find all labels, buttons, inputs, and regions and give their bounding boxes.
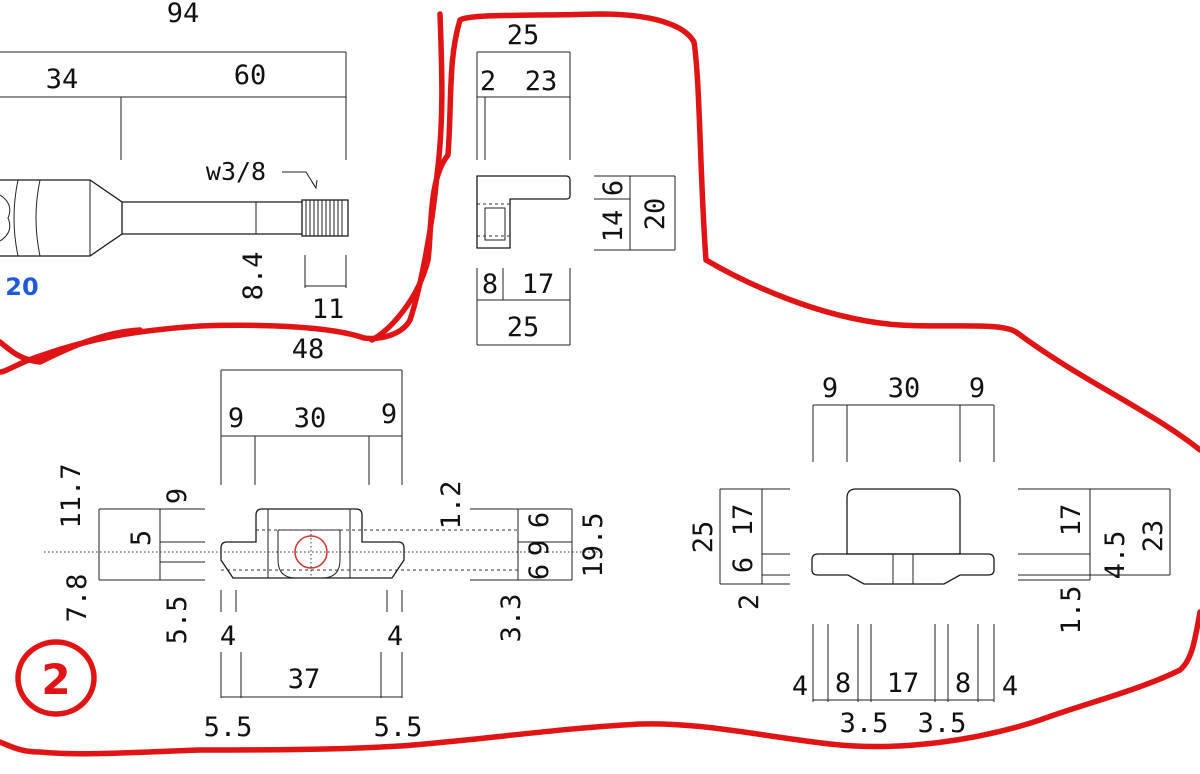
dim-bolt-thread-spec: w3/8 — [206, 157, 266, 186]
dim-front-bottom-r: 5.5 — [374, 712, 423, 743]
dim-bolt-overall: 94 — [167, 0, 200, 29]
dim-side-b1: 4 — [792, 671, 808, 702]
dim-side-top-b: 30 — [888, 373, 921, 404]
handwritten-note: 20 — [5, 273, 38, 301]
dim-front-foot-l: 4 — [220, 621, 236, 652]
dim-side-b6: 3.5 — [840, 708, 889, 739]
dim-bolt-thread-len: 11 — [312, 294, 345, 325]
dim-block-top-b: 23 — [525, 66, 558, 97]
nut-side-view: 9 30 9 25 17 6 2 17 4.5 23 1.5 — [688, 373, 1171, 739]
dim-bolt-dia: 8.4 — [238, 252, 269, 301]
red-markup: 2 — [0, 11, 1200, 757]
dim-front-overall: 48 — [292, 334, 325, 365]
dim-front-left-bot: 7.8 — [62, 574, 93, 623]
dim-side-b7: 3.5 — [918, 708, 967, 739]
bolt-view: 94 34 60 w3/8 11 8.4 20 — [0, 0, 349, 325]
dim-block-top-total: 25 — [507, 20, 540, 51]
dim-front-top-b: 30 — [294, 403, 327, 434]
dim-block-right-a: 14 — [598, 210, 629, 243]
dim-side-top-a: 9 — [822, 373, 838, 404]
dim-block-top-a: 2 — [480, 66, 496, 97]
dim-side-top-c: 9 — [969, 373, 985, 404]
dim-front-top-c: 9 — [381, 399, 397, 430]
dim-block-bot-b: 17 — [522, 269, 555, 300]
dim-side-b2: 8 — [835, 668, 851, 699]
dim-front-left-top: 9 — [162, 488, 193, 504]
dim-front-foot-r: 4 — [387, 621, 403, 652]
dim-front-bottom-l: 5.5 — [204, 712, 253, 743]
dim-block-bot-a: 8 — [482, 269, 498, 300]
dim-side-left-c: 2 — [734, 594, 765, 610]
block-view: 25 2 23 8 17 25 14 6 20 — [476, 20, 676, 346]
dim-side-right-c: 1.5 — [1056, 586, 1087, 635]
dim-front-right-d: 6 — [524, 564, 555, 580]
dim-side-right-total: 23 — [1138, 520, 1169, 553]
dim-side-b5: 4 — [1002, 671, 1018, 702]
dim-front-bottom: 37 — [288, 664, 321, 695]
dim-side-b4: 8 — [955, 668, 971, 699]
hole-circle — [294, 535, 328, 569]
dim-side-b3: 17 — [887, 668, 920, 699]
dim-bolt-head: 34 — [46, 64, 79, 95]
dim-side-left-b: 6 — [728, 557, 759, 573]
nut-front-view: 48 9 30 9 11.7 5 9 7.8 5.5 — [44, 334, 609, 743]
dim-front-right-top: 1.2 — [436, 481, 467, 530]
dim-front-right-c: 9 — [524, 540, 555, 556]
markup-circle — [15, 639, 97, 717]
markup-number: 2 — [41, 655, 70, 704]
dim-side-left-a: 17 — [728, 504, 759, 537]
dim-side-right-a: 17 — [1056, 504, 1087, 537]
dim-side-left-total: 25 — [688, 521, 719, 554]
dim-block-right-b: 6 — [598, 180, 629, 196]
dim-block-right-total: 20 — [640, 198, 671, 231]
dim-front-top-a: 9 — [228, 403, 244, 434]
dim-front-left-under: 5.5 — [162, 596, 193, 645]
dim-front-right-under: 3.3 — [496, 594, 527, 643]
dim-front-left-total: 11.7 — [56, 463, 87, 528]
dim-side-right-b: 4.5 — [1100, 531, 1131, 580]
dim-block-bot-total: 25 — [507, 312, 540, 343]
dim-front-right-total: 19.5 — [578, 512, 609, 577]
dim-front-left-mid: 5 — [126, 530, 157, 546]
thread-hatch — [305, 200, 343, 236]
dim-front-right-b: 6 — [524, 512, 555, 528]
dim-bolt-shank: 60 — [234, 60, 267, 91]
